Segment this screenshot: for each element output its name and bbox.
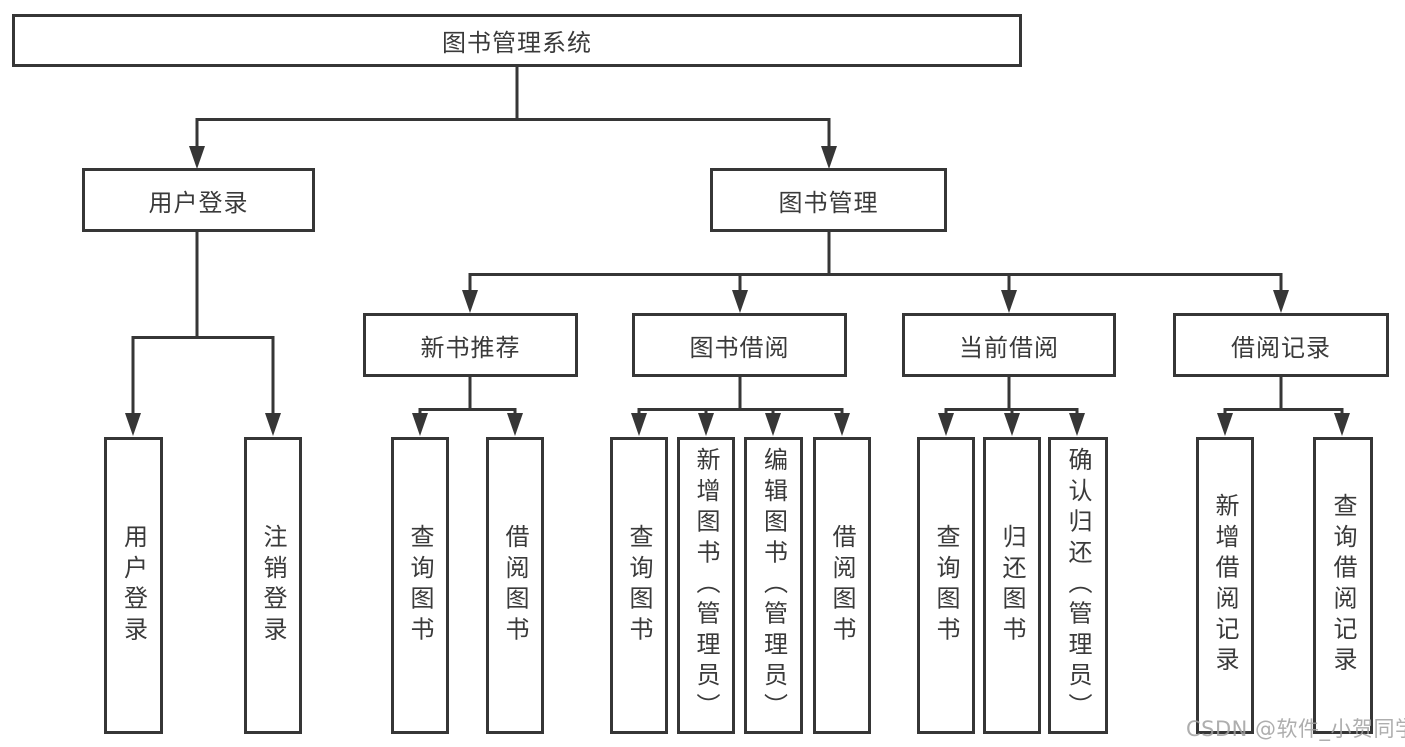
leaf-edit-books-admin: 编辑图书（管理员） [744,437,803,734]
leaf-logout-login: 注销登录 [244,437,302,734]
node-current-borrowing: 当前借阅 [902,313,1116,377]
leaf-add-books-admin: 新增图书（管理员） [677,437,735,734]
leaf-confirm-return-admin: 确认归还（管理员） [1048,437,1108,734]
node-library-system: 图书管理系统 [12,14,1022,67]
leaf-borrow-books-recommend: 借阅图书 [486,437,544,734]
leaf-return-books: 归还图书 [983,437,1041,734]
node-user-login: 用户登录 [82,168,315,232]
leaf-query-books-recommend: 查询图书 [391,437,449,734]
node-borrowing-records: 借阅记录 [1173,313,1389,377]
watermark-text: CSDN @软件_小贺同学 [1186,717,1405,741]
leaf-query-books-borrowing: 查询图书 [610,437,668,734]
leaf-query-borrow-record: 查询借阅记录 [1313,437,1373,734]
node-book-borrowing: 图书借阅 [632,313,847,377]
leaf-query-books-current: 查询图书 [917,437,975,734]
node-new-book-recommend: 新书推荐 [363,313,578,377]
leaf-add-borrow-record: 新增借阅记录 [1196,437,1254,734]
node-book-management: 图书管理 [710,168,947,232]
leaf-borrow-books-borrowing: 借阅图书 [813,437,871,734]
leaf-user-login: 用户登录 [104,437,163,734]
